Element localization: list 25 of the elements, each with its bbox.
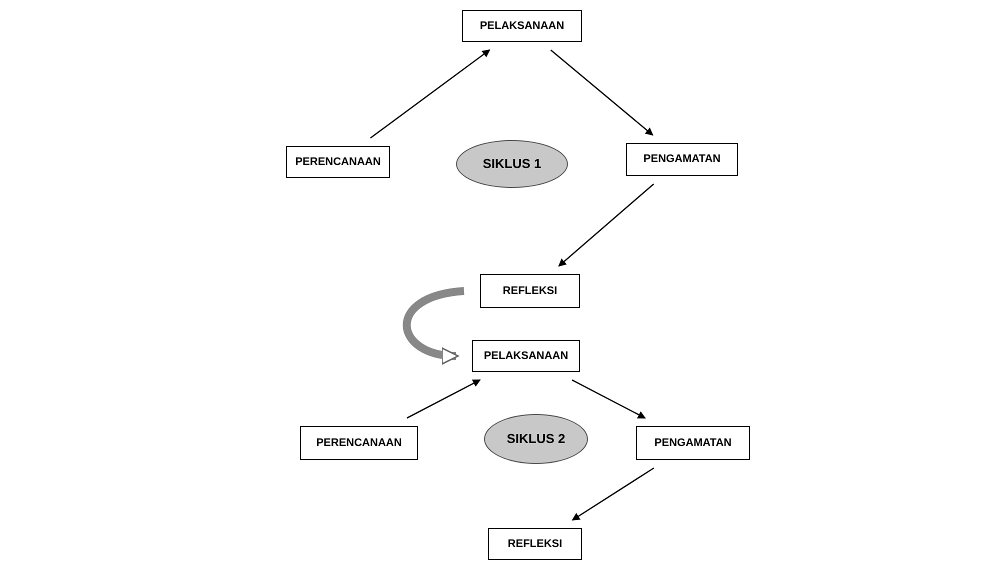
- arrow: [370, 49, 490, 139]
- arrow: [572, 379, 646, 419]
- node-label: REFLEKSI: [508, 536, 562, 552]
- node-label: SIKLUS 1: [482, 155, 542, 174]
- process-box: [472, 340, 580, 372]
- process-box: [636, 426, 750, 460]
- arrow: [402, 287, 464, 364]
- process-box: [626, 143, 738, 176]
- node-label: PENGAMATAN: [643, 152, 721, 168]
- process-box: [488, 528, 582, 560]
- process-box: [480, 274, 580, 308]
- process-box: [286, 146, 390, 178]
- arrow: [550, 50, 654, 136]
- arrow: [572, 467, 654, 521]
- node-label: PERENCANAAN: [316, 436, 402, 451]
- arrow: [558, 184, 654, 267]
- node-label: PELAKSANAAN: [484, 348, 568, 364]
- node-label: PENGAMATAN: [654, 436, 732, 451]
- node-label: SIKLUS 2: [506, 430, 566, 448]
- node-label: PERENCANAAN: [295, 154, 381, 170]
- node-label: REFLEKSI: [502, 284, 558, 299]
- process-box: [300, 426, 418, 460]
- process-box: [462, 10, 582, 42]
- node-label: PELAKSANAAN: [480, 18, 564, 34]
- arrow: [406, 379, 481, 419]
